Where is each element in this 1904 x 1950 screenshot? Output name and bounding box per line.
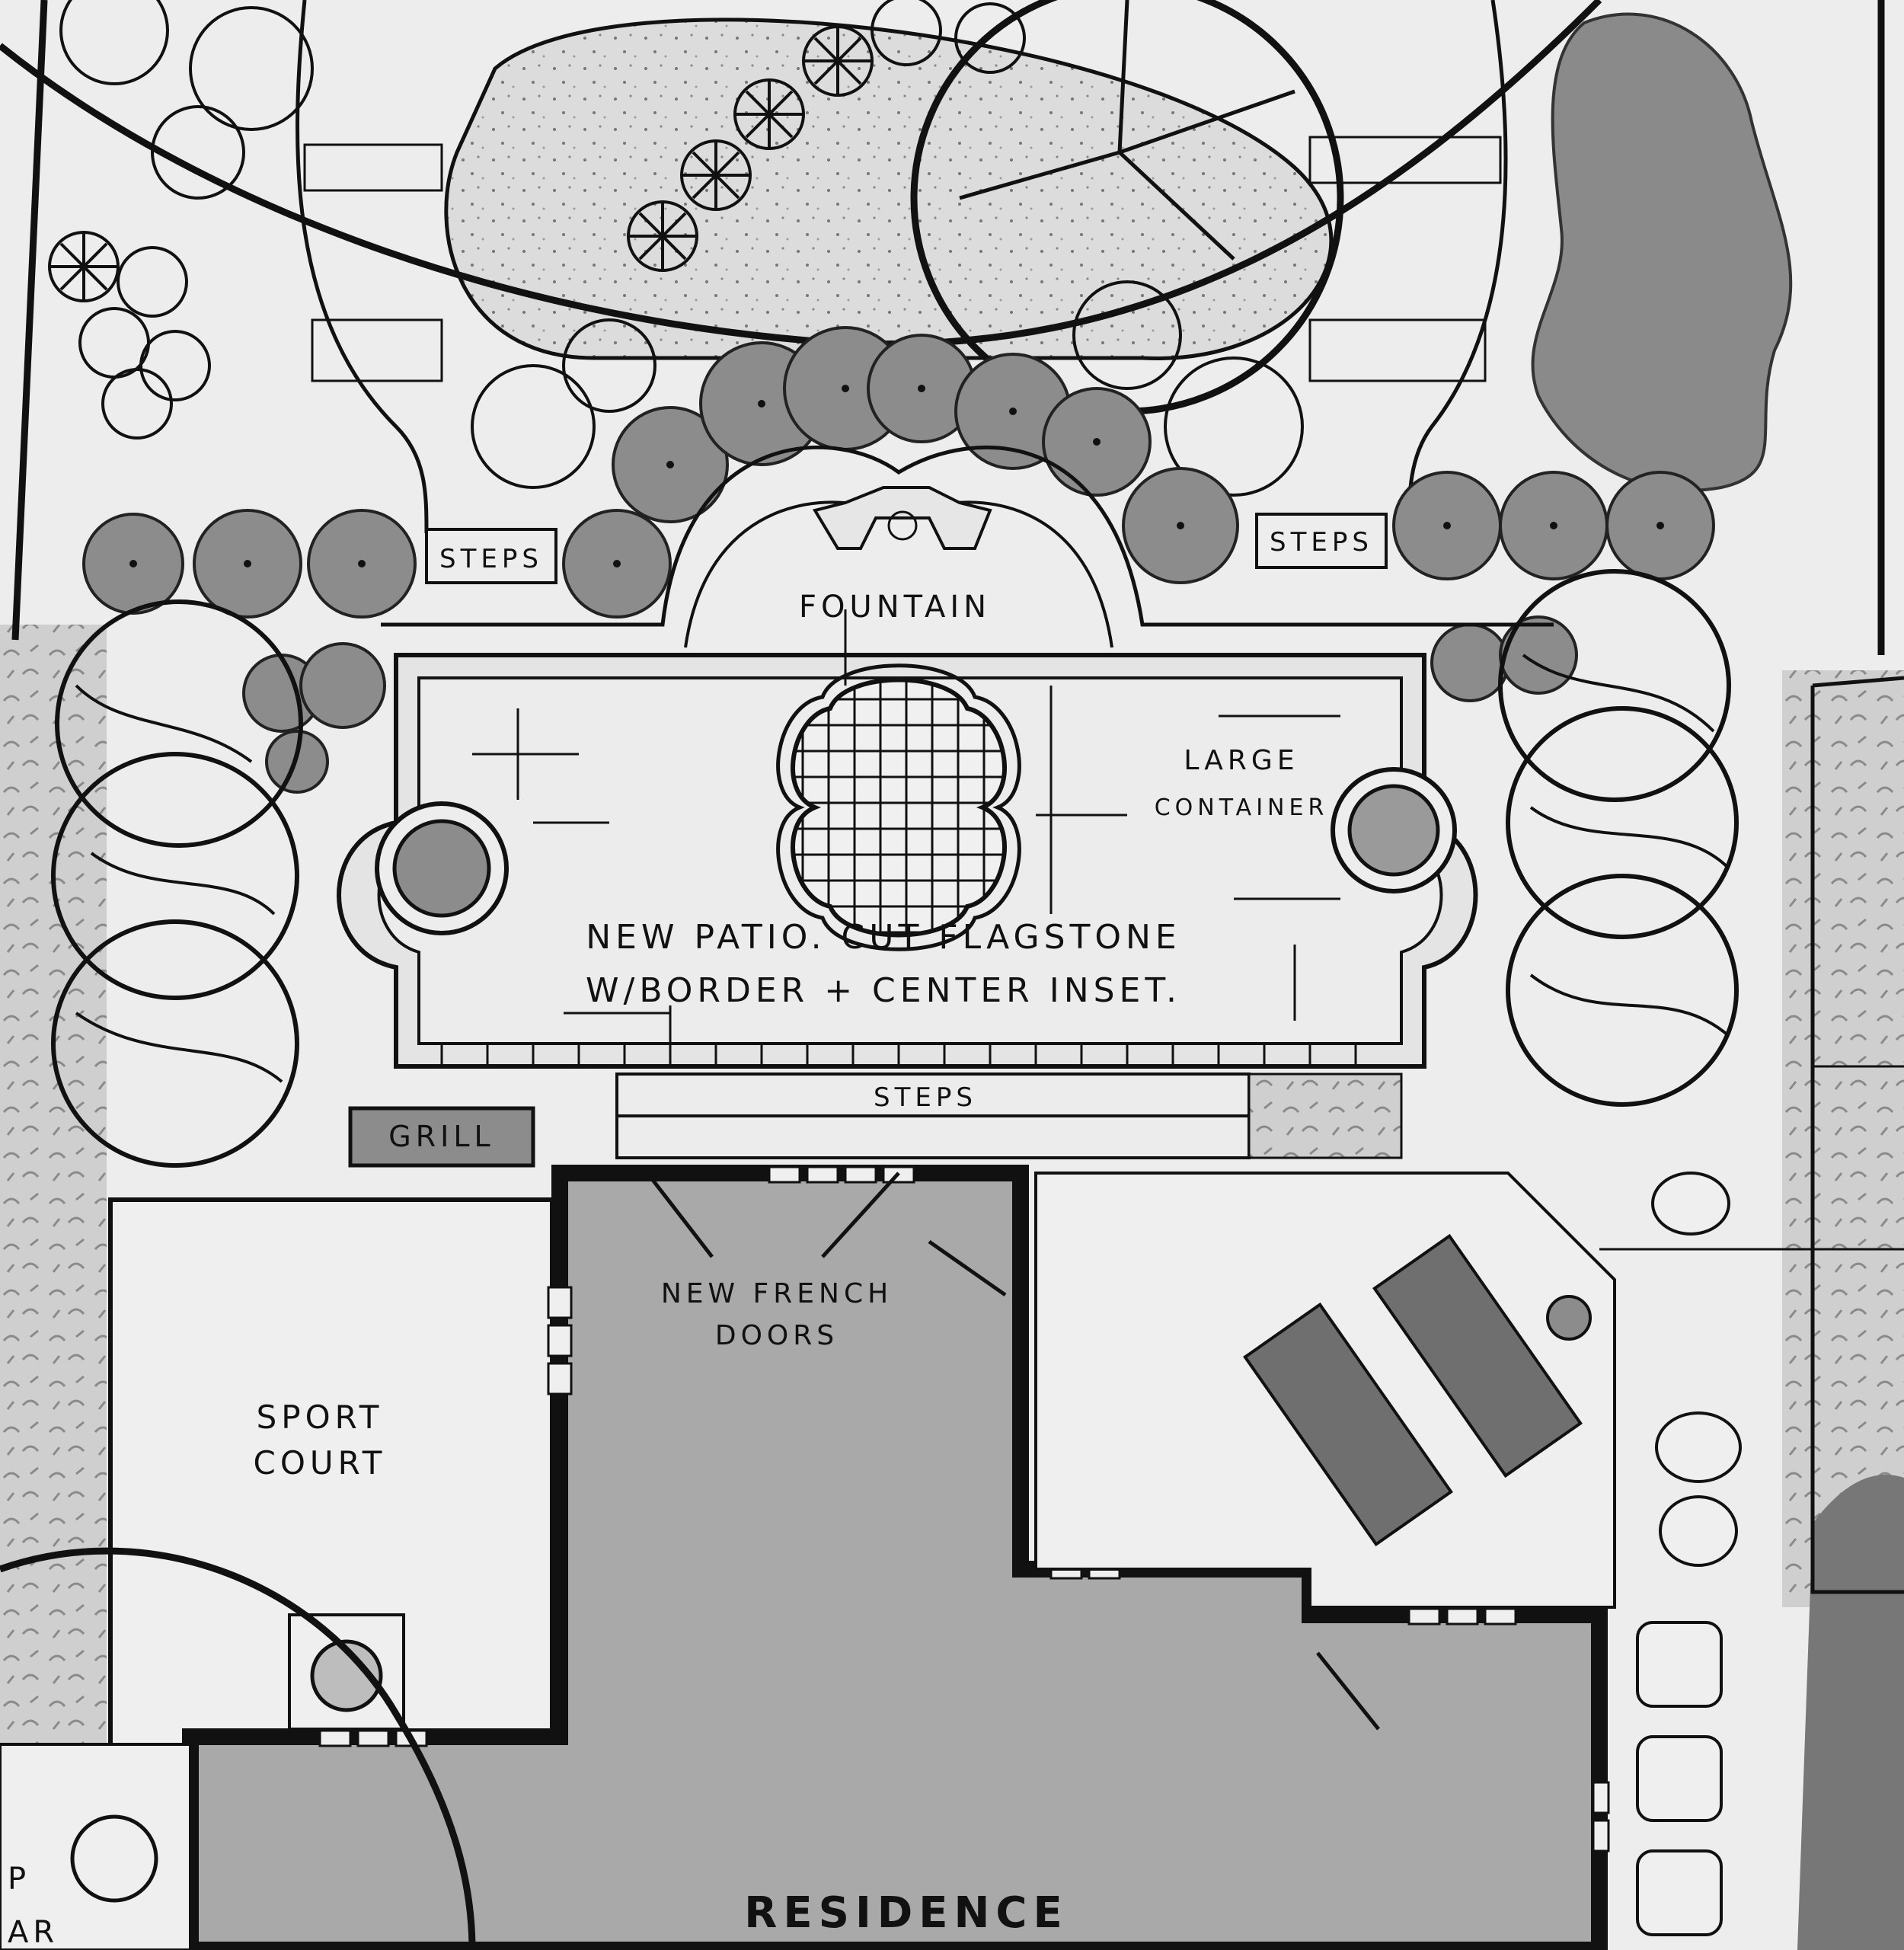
patio-label-2: W/BORDER + CENTER INSET. [586, 971, 1181, 1010]
large-container-label-1: LARGE [1184, 745, 1299, 776]
terrace-lower-left [311, 318, 443, 382]
large-tree-branches [959, 0, 1295, 261]
bottom-steps [615, 1072, 1251, 1159]
asterisk-shrubs [48, 0, 1026, 440]
lawn-edge-left [296, 0, 429, 534]
right-ground-cover [1782, 670, 1904, 1607]
sport-court-label-1: SPORT [257, 1399, 384, 1436]
bottom-left-structure [0, 1743, 192, 1950]
french-doors-label-2: DOORS [715, 1320, 839, 1351]
bottom-left-planter [70, 1814, 158, 1903]
upper-planting-bed [444, 18, 1334, 360]
center-inset [791, 677, 1007, 938]
grill-label: GRILL [388, 1120, 494, 1153]
residence-building [182, 1165, 1608, 1950]
right-tree-canopies [1498, 569, 1739, 1107]
patio-border-bricks [440, 1044, 1357, 1066]
steps-right-box [1255, 513, 1388, 569]
grill [348, 1106, 535, 1168]
stepping-stones [1636, 1172, 1742, 1936]
cut-off-label-2: AR [8, 1915, 59, 1950]
patio-label-1: NEW PATIO. CUT FLAGSTONE [586, 918, 1180, 957]
left-ground-cover [0, 625, 107, 1950]
large-container-label-2: CONTAINER [1155, 794, 1329, 821]
right-large-container [1331, 767, 1457, 893]
residence-label: RESIDENCE [744, 1888, 1069, 1938]
right-shrub-mass [1531, 12, 1793, 492]
left-large-container [375, 801, 509, 935]
french-doors [646, 1172, 1380, 1731]
upper-left-starburst-shrubs [59, 0, 1304, 497]
step-side-planting [1248, 1072, 1403, 1159]
center-inset-border [776, 663, 1021, 951]
terrace-lower-right [1308, 318, 1487, 382]
steps-right-label: STEPS [1270, 527, 1373, 558]
lounge-chairs [1243, 1233, 1583, 1547]
flagstone-cut-lines [472, 609, 1340, 1051]
cut-off-label-1: P [8, 1862, 30, 1897]
steps-bottom-label: STEPS [874, 1082, 977, 1113]
terrace-upper-right [1308, 136, 1502, 184]
terrace-upper-left [303, 143, 443, 192]
side-table [1546, 1295, 1592, 1341]
fountain-label: FOUNTAIN [799, 590, 991, 625]
patio-upper-wall [381, 445, 1554, 627]
neighbor-structure [1810, 676, 1904, 1594]
fountain-bowl [887, 510, 918, 541]
left-tree-canopies [51, 599, 303, 1168]
french-doors-label-1: NEW FRENCH [661, 1278, 893, 1309]
steps-left-label: STEPS [439, 544, 543, 574]
left-boundary-wall [11, 0, 48, 641]
steps-left-box [425, 528, 557, 584]
fountain-niche [812, 486, 992, 550]
sport-court-planter [310, 1639, 383, 1712]
bottom-left-tree-canopy [0, 1547, 476, 1950]
lawn-edge-right [1407, 0, 1508, 534]
sport-court-label-2: COURT [254, 1444, 387, 1482]
